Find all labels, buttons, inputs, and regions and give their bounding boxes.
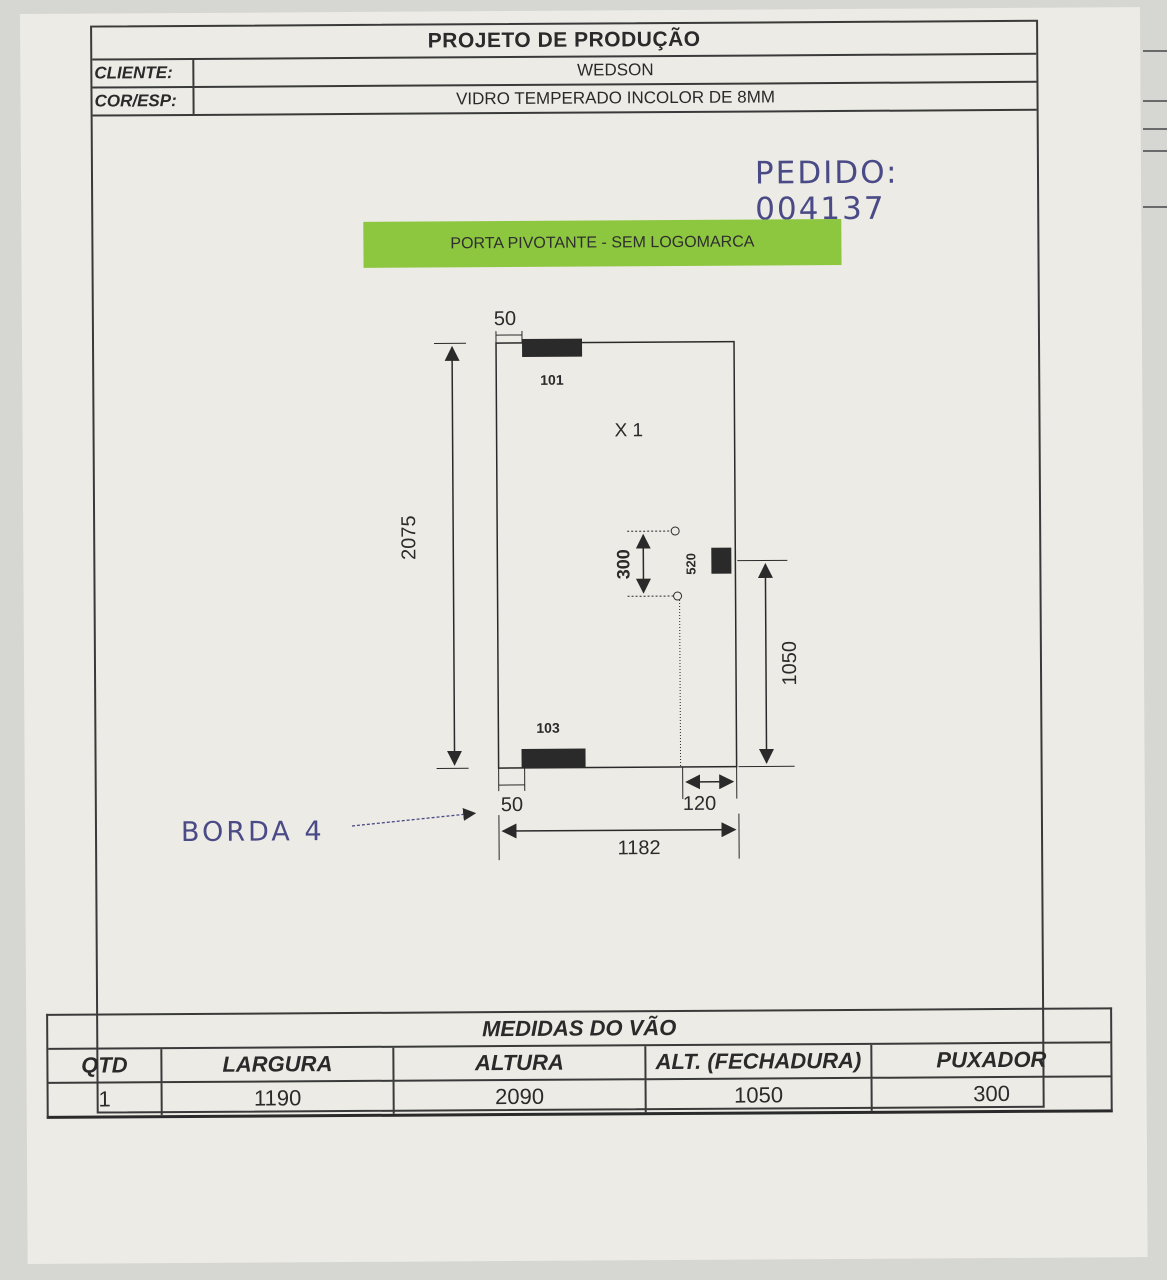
col-fechadura-header: ALT. (FECHADURA) [645, 1044, 872, 1080]
handle-hole-bottom [673, 591, 683, 601]
fechadura-value: 1050 [645, 1077, 872, 1113]
qtd-value: 1 [48, 1082, 162, 1116]
lock-block [711, 547, 732, 574]
top-offset-label: 50 [494, 308, 516, 330]
col-puxador-header: PUXADOR [871, 1043, 1111, 1078]
handle-hole-top [670, 526, 680, 536]
lock-height-line [757, 562, 775, 764]
bottom-hole-label: 103 [536, 720, 560, 736]
door-technical-drawing: 101 50 X 1 2075 300 520 [351, 308, 801, 861]
width-label: 1182 [618, 837, 661, 859]
handle-label: 520 [683, 553, 698, 575]
document-frame: PROJETO DE PRODUÇÃO CLIENTE: WEDSON COR/… [46, 19, 1113, 1119]
top-hinge-block [521, 338, 583, 357]
page-edge-mark [1143, 128, 1167, 130]
quantity-label: X 1 [614, 420, 643, 441]
page-edge-mark [1143, 50, 1167, 52]
top-hole-label: 101 [540, 372, 564, 388]
bottom-hinge-block [521, 748, 586, 768]
height-dimension-line [444, 345, 463, 766]
largura-value: 1190 [161, 1080, 394, 1116]
edge-arrow [351, 807, 477, 827]
door-outline [495, 340, 738, 769]
handle-spacing-label: 300 [613, 549, 633, 579]
measurements-table: MEDIDAS DO VÃO QTD LARGURA ALTURA ALT. (… [46, 1007, 1113, 1119]
lock-height-label: 1050 [779, 641, 801, 686]
altura-value: 2090 [393, 1079, 646, 1114]
page-edge-mark [1143, 206, 1167, 208]
col-qtd-header: QTD [48, 1049, 162, 1083]
page-edge-mark [1143, 150, 1167, 152]
height-label: 2075 [398, 515, 420, 560]
puxador-value: 300 [871, 1076, 1111, 1111]
production-sheet: PROJETO DE PRODUÇÃO CLIENTE: WEDSON COR/… [20, 7, 1148, 1264]
bottom-offset-label: 50 [501, 794, 523, 816]
width-dimension-line [501, 822, 737, 839]
col-altura-header: ALTURA [393, 1046, 646, 1081]
col-largura-header: LARGURA [161, 1047, 394, 1083]
right-offset-label: 120 [683, 793, 717, 815]
page-edge-mark [1143, 100, 1167, 102]
edge-note-handwritten: BORDA 4 [180, 816, 325, 849]
